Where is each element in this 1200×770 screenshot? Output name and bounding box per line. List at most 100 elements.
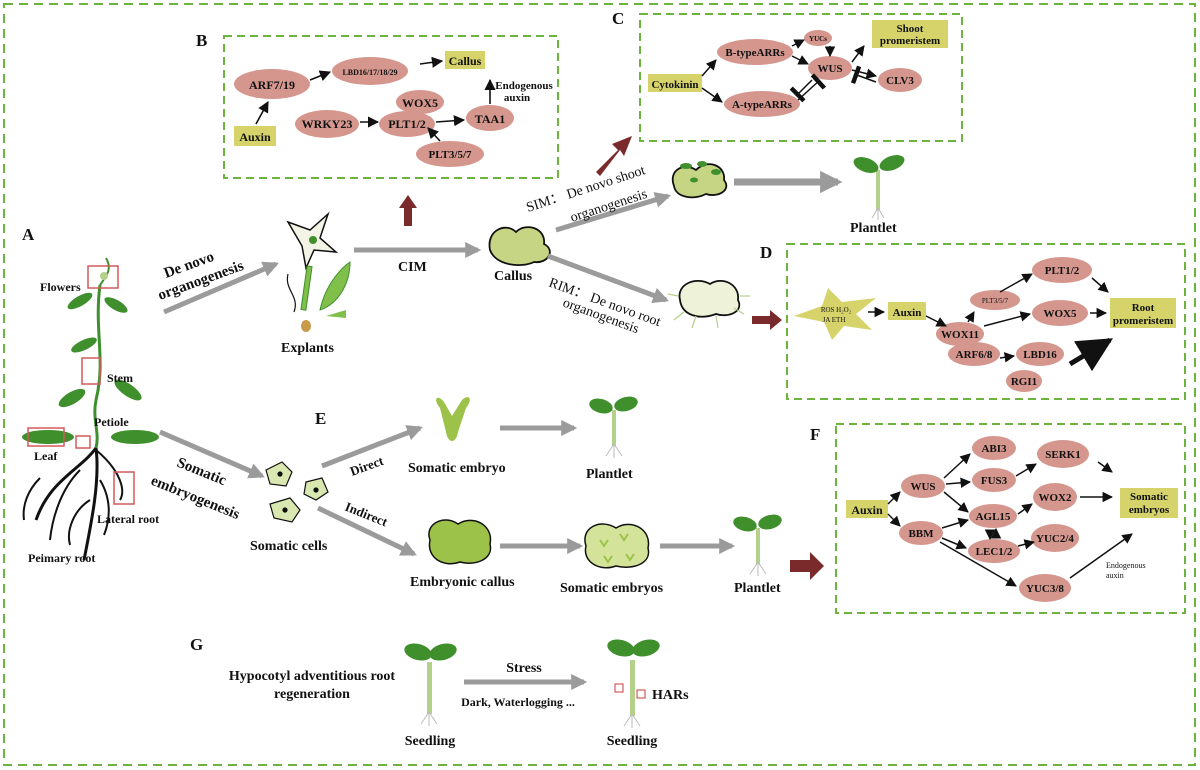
panel-c-atype bbox=[724, 91, 800, 117]
panel-letter-c: C bbox=[612, 9, 624, 28]
panel-b-endo-2: auxin bbox=[504, 92, 530, 104]
label-somatic-embryos: Somatic embryos bbox=[560, 581, 664, 596]
panel-d-plt357 bbox=[970, 290, 1020, 310]
label-hars: HARs bbox=[652, 688, 689, 703]
label-primary-root: Peimary root bbox=[28, 551, 95, 565]
panel-b-plt357 bbox=[416, 141, 484, 167]
panel-letter-e: E bbox=[315, 409, 326, 428]
panel-f-endo-1: Endogenous bbox=[1106, 561, 1146, 570]
panel-f-embryos-box bbox=[1120, 488, 1178, 518]
panel-c-arrows bbox=[701, 39, 878, 103]
panel-d-plt12-label: PLT1/2 bbox=[1045, 265, 1080, 277]
plant-illustration bbox=[22, 257, 159, 561]
panel-d-thick-arrow bbox=[1068, 337, 1114, 372]
label-hypocotyl-2: regeneration bbox=[274, 687, 350, 702]
panel-c-atype-label: A-typeARRs bbox=[732, 99, 793, 111]
panel-f-auxin-box bbox=[846, 500, 888, 518]
panel-d-star-2: JA ETH bbox=[823, 316, 846, 324]
panel-d-wox5-label: WOX5 bbox=[1044, 308, 1078, 320]
panel-letter-a: A bbox=[22, 225, 35, 244]
panel-c-shoot-1: Shoot bbox=[897, 23, 924, 35]
label-somatic-embryo: Somatic embryo bbox=[408, 461, 506, 476]
panel-b-callus-box bbox=[445, 51, 485, 69]
panel-d-wox5 bbox=[1032, 300, 1088, 326]
panel-f-yuc24-label: YUC2/4 bbox=[1036, 533, 1074, 545]
panel-c-yucs bbox=[804, 30, 832, 46]
panel-d-wox11-label: WOX11 bbox=[941, 329, 979, 341]
panel-f-yuc38-label: YUC3/8 bbox=[1026, 583, 1064, 595]
panel-f-wus bbox=[901, 474, 945, 498]
panel-f-agl15 bbox=[969, 504, 1017, 528]
label-lateral-root: Lateral root bbox=[97, 512, 159, 526]
panel-f-abi3-label: ABI3 bbox=[981, 443, 1007, 455]
seedling-left-illustration bbox=[404, 643, 457, 726]
panel-d-lbd16-label: LBD16 bbox=[1023, 349, 1057, 361]
panel-c-shoot-box bbox=[872, 20, 948, 48]
panel-d-root-box bbox=[1110, 298, 1176, 328]
panel-f-serk1-label: SERK1 bbox=[1045, 449, 1080, 461]
panel-d-arf68-label: ARF6/8 bbox=[956, 349, 993, 361]
panel-b-box bbox=[223, 35, 559, 179]
shoot-plantlet-illustration bbox=[853, 155, 905, 220]
embryonic-callus-illustration bbox=[428, 519, 492, 565]
panel-b-wox5 bbox=[396, 90, 444, 114]
panel-d-lbd16 bbox=[1016, 342, 1064, 366]
panel-b-arrows bbox=[255, 56, 496, 142]
somatic-embryo-illustration bbox=[436, 397, 470, 441]
panel-d-wox11 bbox=[936, 322, 984, 346]
panel-f-embryos-1: Somatic bbox=[1130, 491, 1168, 503]
panel-d-root-1: Root bbox=[1132, 302, 1155, 314]
panel-f-lec12 bbox=[968, 539, 1020, 563]
arrow-indirect bbox=[316, 505, 417, 557]
label-flowers: Flowers bbox=[40, 280, 81, 294]
panel-f-wus-label: WUS bbox=[910, 481, 935, 493]
label-plantlet-bottom: Plantlet bbox=[734, 581, 781, 596]
panel-f-lec12-label: LEC1/2 bbox=[976, 546, 1013, 558]
panel-b-lbd-label: LBD16/17/18/29 bbox=[342, 68, 397, 77]
panel-f-wox2 bbox=[1033, 483, 1077, 511]
label-stem: Stem bbox=[107, 371, 133, 385]
panel-c-btype-label: B-typeARRs bbox=[725, 47, 785, 59]
panel-d-plt357-label: PLT3/5/7 bbox=[982, 297, 1009, 305]
label-seedling-right: Seedling bbox=[607, 734, 658, 749]
panel-b-callus: Callus bbox=[449, 54, 482, 68]
panel-f-yuc24 bbox=[1031, 524, 1079, 552]
label-direct: Direct bbox=[348, 453, 386, 479]
panel-b-plt12 bbox=[379, 111, 435, 137]
panel-d-star-1: ROS H₂O₂ bbox=[821, 306, 852, 314]
panel-d-rgi1-label: RGI1 bbox=[1011, 376, 1037, 388]
label-stress: Stress bbox=[506, 661, 542, 676]
panel-b-plt357-label: PLT3/5/7 bbox=[429, 149, 472, 161]
panel-f-embryos-2: embryos bbox=[1129, 504, 1170, 516]
panel-d-signal-star bbox=[794, 288, 876, 340]
panel-letter-g: G bbox=[190, 635, 203, 654]
label-cim: CIM bbox=[398, 260, 427, 275]
panel-b-auxin-box bbox=[234, 126, 276, 146]
arrow-plant-to-somatic bbox=[159, 429, 265, 479]
panel-f-fus3-label: FUS3 bbox=[981, 475, 1008, 487]
panel-b-taa1-label: TAA1 bbox=[475, 112, 505, 126]
panel-d-arrows bbox=[868, 273, 1109, 363]
panel-b-plt12-label: PLT1/2 bbox=[388, 117, 426, 131]
label-leaf: Leaf bbox=[34, 449, 58, 463]
panel-f-abi3 bbox=[972, 436, 1016, 460]
label-explants: Explants bbox=[281, 341, 334, 356]
arrow-direct bbox=[321, 425, 423, 469]
somatic-cells-illustration bbox=[265, 461, 329, 523]
panel-d-auxin: Auxin bbox=[893, 307, 922, 319]
panel-f-yuc38 bbox=[1019, 574, 1071, 602]
panel-f-bbm bbox=[899, 521, 943, 545]
panel-c-cytokinin-box bbox=[648, 74, 702, 92]
panel-b-endo-1: Endogenous bbox=[495, 80, 553, 92]
panel-b-arf bbox=[234, 69, 310, 99]
arrow-cim-to-panel-b bbox=[399, 195, 417, 226]
panel-d-rgi1 bbox=[1006, 370, 1042, 392]
panel-b-arf-label: ARF7/19 bbox=[249, 78, 295, 92]
label-embryonic-callus: Embryonic callus bbox=[410, 575, 515, 590]
panel-c-wus-label: WUS bbox=[817, 63, 842, 75]
panel-b-wrky bbox=[295, 110, 359, 138]
panel-c-clv3-label: CLV3 bbox=[886, 75, 914, 87]
label-somatic-cells: Somatic cells bbox=[250, 539, 328, 554]
panel-f-agl15-label: AGL15 bbox=[976, 511, 1011, 523]
